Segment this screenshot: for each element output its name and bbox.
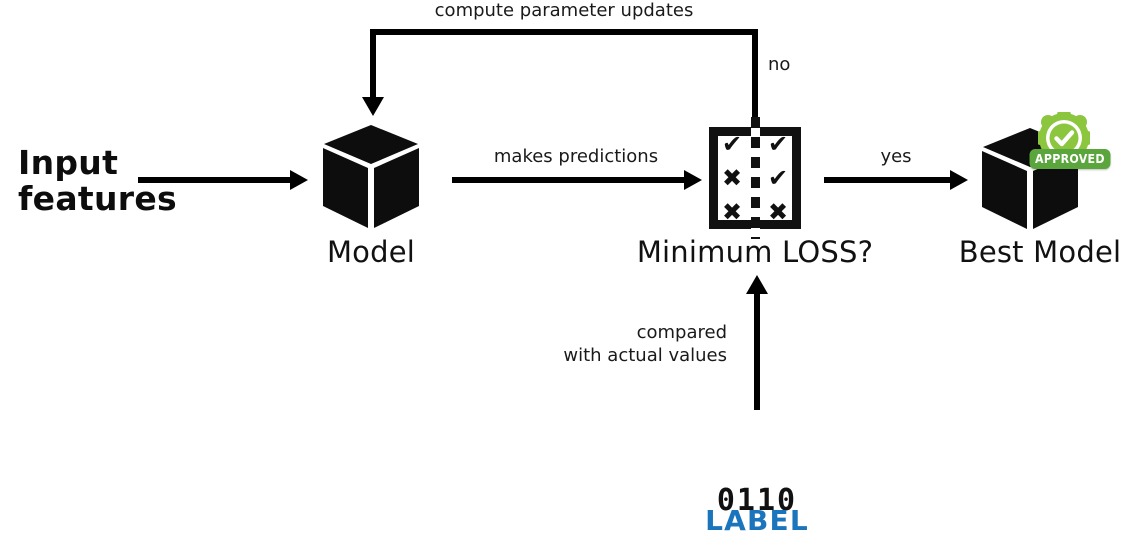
approved-badge: APPROVED (1029, 149, 1111, 169)
edge-label-no: no (768, 54, 791, 75)
checklist-cell: ✔ (767, 130, 789, 158)
edge-loss-to-best-arrowhead (950, 170, 968, 190)
edge-label-compute-parameter-updates: compute parameter updates (434, 0, 694, 21)
compared-line1: compared (636, 322, 727, 343)
feedback-left-line (370, 29, 376, 103)
checklist-cell: ✖ (767, 198, 789, 226)
binary-row: 0110 (716, 482, 798, 518)
label-binary-block: 0110 1001 1010 (657, 420, 857, 547)
checklist-cell: ✖ (721, 198, 743, 226)
input-features-line2: features (18, 178, 177, 218)
feedback-arrow-head-down (362, 97, 384, 116)
edge-loss-to-best-line (824, 177, 950, 183)
checklist-grid: ✔ ✔ ✖ ✔ ✖ ✖ (709, 127, 801, 229)
checklist-divider-dashed (751, 117, 760, 239)
edge-label-to-loss-line (754, 292, 760, 410)
checklist-cell: ✔ (721, 130, 743, 158)
edge-label-to-loss-arrowhead (746, 275, 768, 294)
compared-line2: with actual values (563, 344, 727, 366)
node-label-minimum-loss: Minimum LOSS? (636, 235, 874, 269)
checklist-cell: ✖ (721, 164, 743, 192)
node-label-label: LABEL (705, 504, 809, 537)
cube-icon (322, 124, 420, 230)
input-features-line1: Input (18, 143, 119, 182)
edge-label-yes: yes (880, 146, 912, 167)
checklist-cell: ✔ (767, 164, 789, 192)
node-label-best-model: Best Model (958, 235, 1122, 269)
feedback-top-line (370, 29, 758, 35)
edge-model-to-loss-line (452, 177, 684, 183)
feedback-right-line (752, 29, 758, 117)
edge-model-to-loss-arrowhead (684, 170, 702, 190)
node-label-model: Model (326, 235, 416, 269)
edge-input-to-model-arrowhead (290, 170, 308, 190)
approved-cube-icon: APPROVED (978, 108, 1111, 230)
edge-label-makes-predictions: makes predictions (493, 146, 659, 167)
edge-input-to-model-line (138, 177, 290, 183)
